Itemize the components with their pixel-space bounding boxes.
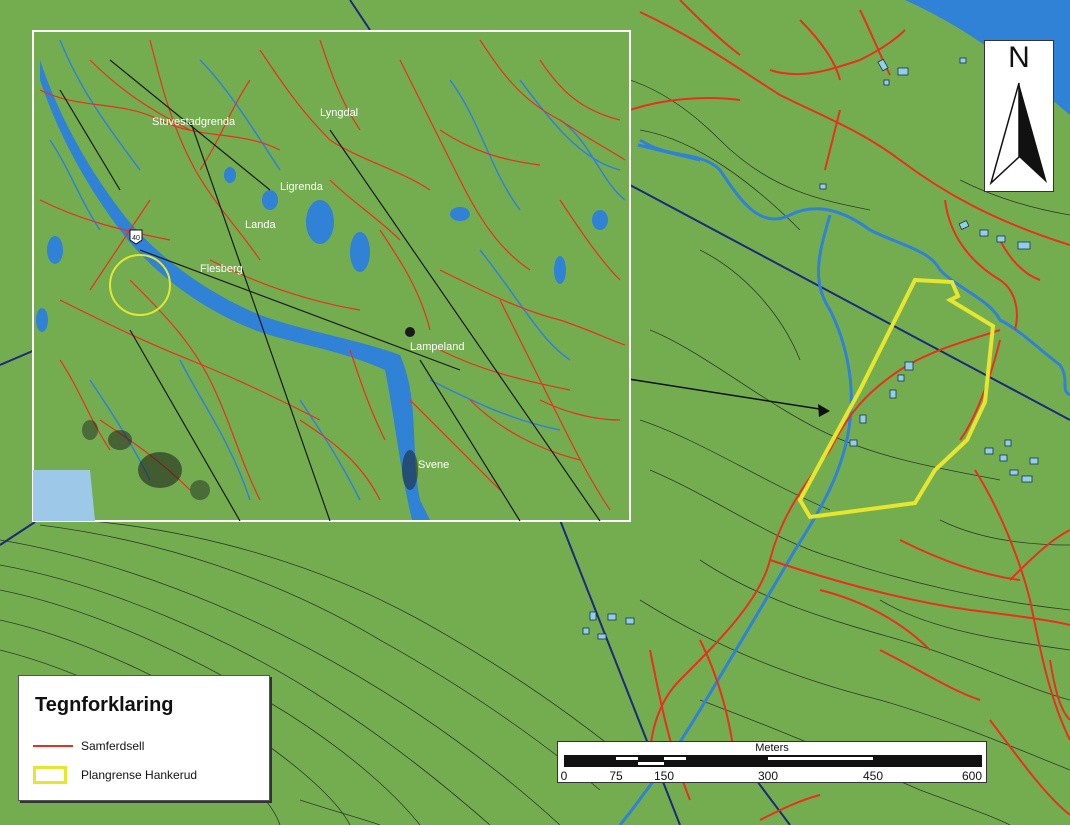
scale-bar: Meters 0 75 150 300 450 600 — [557, 741, 987, 783]
north-arrow-panel: N — [984, 40, 1054, 192]
lake — [905, 0, 1070, 115]
legend-item-boundary: Plangrense Hankerud — [33, 765, 197, 785]
scale-unit: Meters — [755, 742, 789, 754]
place-label-flesberg: Flesberg — [200, 263, 243, 275]
legend: Tegnforklaring Samferdsell Plangrense Ha… — [18, 675, 270, 801]
scale-tick-450: 450 — [862, 769, 884, 783]
scale-tick-300: 300 — [757, 769, 779, 783]
scale-tick-600: 600 — [961, 769, 983, 783]
inset-streams — [49, 39, 626, 501]
legend-title: Tegnforklaring — [35, 694, 174, 716]
scale-tick-75: 75 — [609, 769, 623, 783]
north-arrow-icon — [989, 82, 1047, 186]
place-label-lyngdal: Lyngdal — [320, 107, 358, 119]
arrow-head — [818, 404, 830, 417]
place-label-landa: Landa — [245, 219, 276, 231]
road-shield-icon — [129, 229, 143, 245]
inset-map[interactable]: 40 Stuvestadgrenda Lyngdal Ligrenda Land… — [32, 30, 631, 522]
place-label-lampeland: Lampeland — [410, 341, 464, 353]
place-label-svene: Svene — [418, 459, 449, 471]
place-label-ligrenda: Ligrenda — [280, 181, 324, 193]
contour-lines — [0, 79, 1070, 825]
inset-roads — [39, 39, 626, 511]
plan-boundary[interactable] — [797, 277, 996, 520]
legend-label: Samferdsell — [81, 739, 145, 753]
north-label: N — [1008, 41, 1030, 74]
road-line-symbol — [33, 739, 73, 753]
scale-tick-0: 0 — [560, 769, 568, 783]
roads — [629, 0, 1070, 821]
legend-item-roads: Samferdsell — [33, 736, 144, 756]
legend-label: Plangrense Hankerud — [81, 768, 198, 782]
place-label-stuvestadgrenda: Stuvestadgrenda — [152, 116, 236, 128]
streams — [618, 138, 1070, 825]
inset-locator-circle — [109, 254, 171, 316]
road-shield-number: 40 — [132, 235, 140, 242]
boundary-box-symbol — [33, 766, 67, 784]
inset-water — [33, 60, 608, 521]
scale-tick-150: 150 — [653, 769, 675, 783]
buildings — [582, 57, 1039, 640]
inset-lines — [59, 59, 601, 522]
scale-bar-graphic — [564, 755, 982, 767]
inset-settlements — [82, 327, 418, 500]
